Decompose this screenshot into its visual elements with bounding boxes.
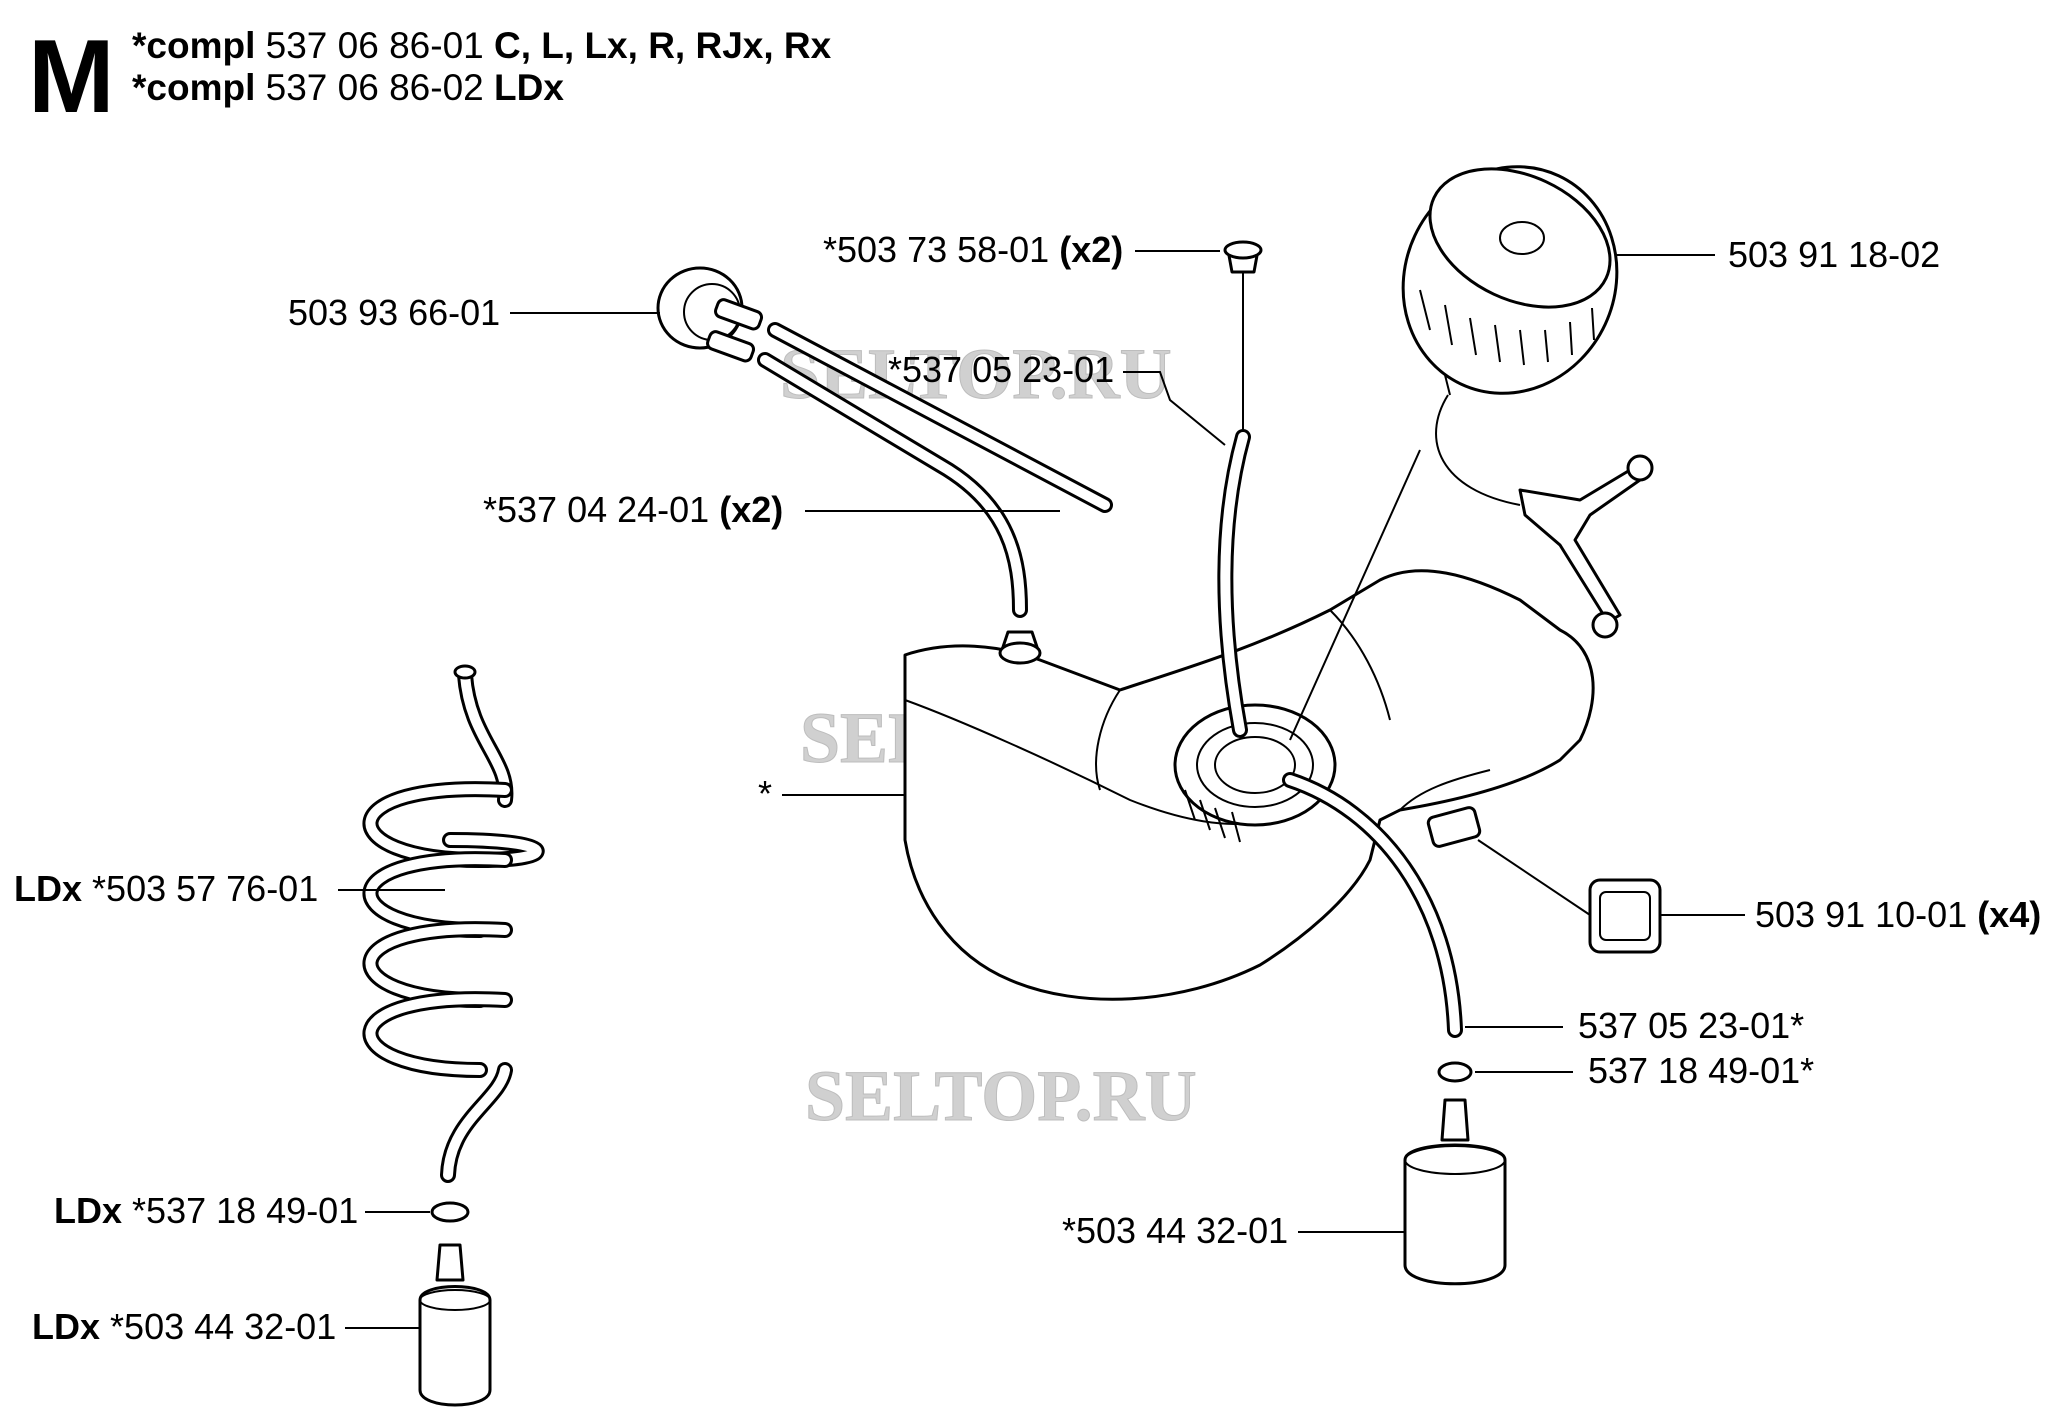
label-rubber-mount: 503 91 10-01 (x4) (1755, 894, 2041, 935)
section-letter: M (28, 19, 115, 135)
header-line-2-models: LDx (494, 67, 564, 108)
label-primer-hoses: *537 04 24-01 (x2) (483, 489, 783, 530)
label-washer: 537 18 49-01* (1588, 1050, 1814, 1091)
label-fuel-cap: 503 91 18-02 (1728, 234, 1940, 275)
watermark-bottom: SELTOP.RU (805, 1056, 1197, 1136)
fuel-cap-drawing (1289, 165, 1654, 741)
fuel-tank-drawing (903, 569, 1595, 1001)
primer-bulb-drawing (656, 266, 1113, 665)
header-line-1-number: 537 06 86-01 (266, 25, 484, 66)
label-fuel-filter: *503 44 32-01 (1062, 1210, 1288, 1251)
label-fuel-tank: * (758, 773, 772, 814)
label-valve-seal-qty: (x2) (1059, 229, 1123, 270)
header-line-1: *compl 537 06 86-01 C, L, Lx, R, RJx, Rx (132, 25, 832, 66)
label-ldx-washer-number: *537 18 49-01 (132, 1190, 358, 1231)
header-line-2-prefix: *compl (132, 67, 255, 108)
label-ldx-filter: LDx *503 44 32-01 (32, 1306, 336, 1347)
label-rubber-mount-qty: (x4) (1977, 894, 2041, 935)
label-primer-bulb: 503 93 66-01 (288, 292, 500, 333)
label-primer-hoses-number: *537 04 24-01 (483, 489, 709, 530)
header-line-1-prefix: *compl (132, 25, 255, 66)
label-primer-hoses-qty: (x2) (719, 489, 783, 530)
return-hose-drawing (1217, 240, 1263, 738)
label-ldx-filter-prefix: LDx (32, 1306, 100, 1347)
rubber-mount-drawing (1426, 806, 1662, 954)
label-ldx-filter-number: *503 44 32-01 (110, 1306, 336, 1347)
label-valve-seal-number: *503 73 58-01 (823, 229, 1049, 270)
label-return-hose: *537 05 23-01 (888, 349, 1114, 390)
label-fuel-hose: 537 05 23-01* (1578, 1005, 1804, 1046)
leader-lines (338, 250, 1745, 1329)
label-ldx-washer-prefix: LDx (54, 1190, 122, 1231)
ldx-coil-hose-drawing (362, 664, 545, 1407)
header-line-2: *compl 537 06 86-02 LDx (132, 67, 564, 108)
header-line-2-number: 537 06 86-02 (266, 67, 484, 108)
label-valve-seal: *503 73 58-01 (x2) (823, 229, 1123, 270)
label-ldx-washer: LDx *537 18 49-01 (54, 1190, 358, 1231)
label-ldx-coil-hose-number: *503 57 76-01 (92, 868, 318, 909)
label-ldx-coil-hose: LDx *503 57 76-01 (14, 868, 318, 909)
fuel-hose-drawing (1282, 772, 1507, 1286)
label-rubber-mount-number: 503 91 10-01 (1755, 894, 1967, 935)
header-line-1-models: C, L, Lx, R, RJx, Rx (494, 25, 832, 66)
label-ldx-coil-hose-prefix: LDx (14, 868, 82, 909)
